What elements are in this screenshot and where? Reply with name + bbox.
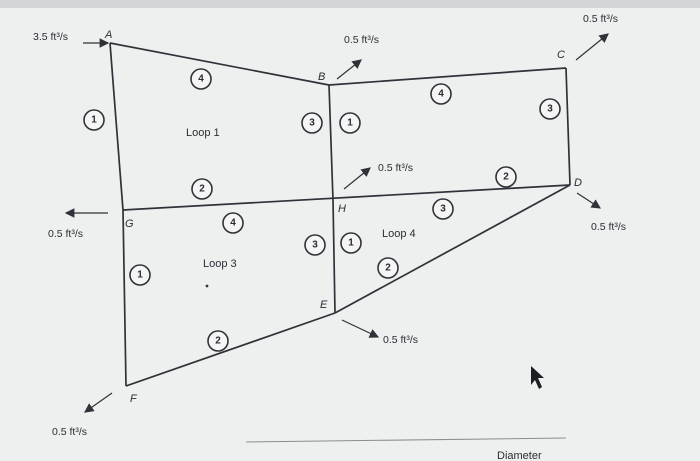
node-label-A: A [104,29,112,41]
node-label-H: H [338,203,346,215]
svg-text:4: 4 [230,218,236,229]
loop-label-4: Loop 4 [382,228,416,240]
svg-text:1: 1 [347,118,353,129]
pipe-C-D [565,67,571,186]
pipe-G-F [122,209,127,387]
svg-text:2: 2 [503,172,509,183]
stray-dot [205,284,209,288]
pipe-marker-HD: 2 [495,166,517,188]
pipe-marker-BC: 4 [430,83,452,105]
pipe-E-D [334,184,571,314]
pipe-marker-GH-top: 2 [191,178,213,200]
pipe-marker-CD: 3 [539,98,561,120]
node-label-B: B [318,71,325,83]
node-labels: A B C D G H E F [104,29,582,405]
node-label-C: C [557,49,565,61]
outflow-arrow-H [343,167,371,190]
svg-text:3: 3 [440,204,446,215]
bottom-rule [245,437,567,443]
pipe-H-E [332,199,336,314]
pipe-marker-GF: 1 [129,264,151,286]
flow-labels: 3.5 ft³/s 0.5 ft³/s 0.5 ft³/s 0.5 ft³/s … [33,13,626,438]
svg-text:2: 2 [199,184,205,195]
flow-label-G: 0.5 ft³/s [48,228,83,240]
flow-label-E: 0.5 ft³/s [383,334,418,346]
svg-text:1: 1 [348,238,354,249]
svg-text:1: 1 [137,270,143,281]
pipe-marker-GH-bottom: 4 [222,212,244,234]
photo-top-edge [0,0,700,8]
mouse-cursor-icon [531,366,544,389]
flow-arrows [64,33,609,413]
pipe-A-B [109,42,330,86]
svg-text:3: 3 [312,240,318,251]
loop-label-1: Loop 1 [186,127,220,139]
pipe-B-C [328,67,567,86]
outflow-arrow-B [336,59,362,80]
svg-text:1: 1 [91,115,97,126]
pipe-marker-ED: 2 [377,257,399,279]
pipe-F-E [125,312,336,387]
node-label-D: D [574,177,582,189]
flow-label-H: 0.5 ft³/s [378,162,413,174]
cutoff-footer-text: Diameter [497,450,542,461]
flow-label-C: 0.5 ft³/s [583,13,618,25]
pipe-number-markers: 4 1 3 1 4 3 2 2 4 1 3 1 3 2 2 [83,68,561,352]
pipe-B-H [328,84,334,201]
flow-label-F: 0.5 ft³/s [52,426,87,438]
pipe-A-G [109,42,124,211]
loop-labels: Loop 1 Loop 3 Loop 4 [186,127,416,288]
pipe-marker-BH-left: 3 [301,112,323,134]
pipe-network [109,42,571,387]
pipe-marker-AB: 4 [190,68,212,90]
svg-text:4: 4 [438,89,444,100]
flow-label-B: 0.5 ft³/s [344,34,379,46]
svg-text:2: 2 [385,263,391,274]
flow-label-inflow-A: 3.5 ft³/s [33,31,68,43]
pipe-marker-BH-right: 1 [339,112,361,134]
node-label-E: E [320,299,328,311]
outflow-arrow-D [576,192,602,209]
svg-text:2: 2 [215,336,221,347]
node-label-F: F [130,393,138,405]
outflow-arrow-F [84,392,113,413]
loop-label-3: Loop 3 [203,258,237,270]
pipe-marker-HE-left: 3 [304,234,326,256]
svg-text:4: 4 [198,74,204,85]
svg-text:3: 3 [309,118,315,129]
pipe-marker-HD-bottom: 3 [432,198,454,220]
pipe-marker-HE-right: 1 [340,232,362,254]
outflow-arrow-C [575,33,609,61]
outflow-arrow-E [341,319,380,338]
pipe-marker-FE: 2 [207,330,229,352]
pipe-G-H-D [122,184,571,211]
svg-text:3: 3 [547,104,553,115]
node-label-G: G [125,218,134,230]
pipe-marker-AG: 1 [83,109,105,131]
flow-label-D: 0.5 ft³/s [591,221,626,233]
